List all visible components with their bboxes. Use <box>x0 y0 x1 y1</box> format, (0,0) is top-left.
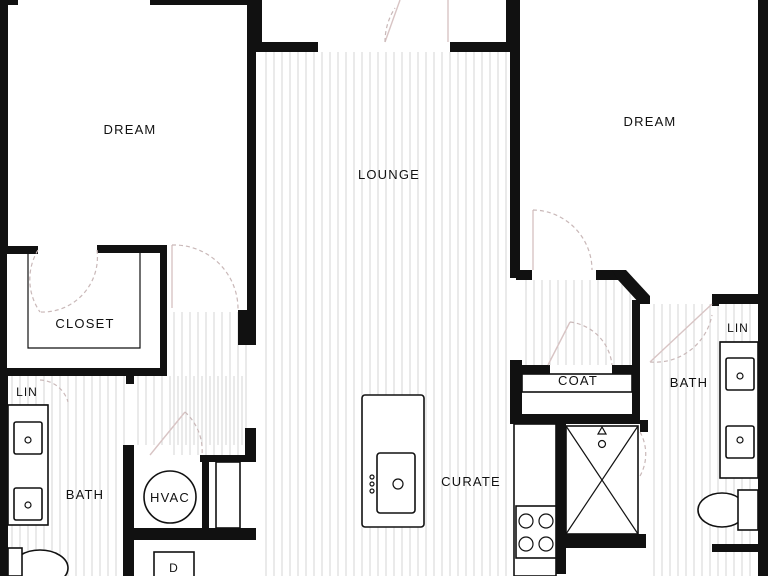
label-bedroom-left: DREAM <box>104 122 157 137</box>
room-labels: DREAM DREAM LOUNGE CLOSET LIN LIN BATH B… <box>16 114 749 575</box>
label-hvac: HVAC <box>150 490 190 505</box>
doors <box>29 0 713 477</box>
hvac-unit <box>143 470 197 524</box>
label-kitchen: CURATE <box>441 474 501 489</box>
label-linen-right: LIN <box>727 321 749 335</box>
island-sink <box>376 452 416 514</box>
label-living: LOUNGE <box>358 167 420 182</box>
label-linen-left: LIN <box>16 385 38 399</box>
label-bath-left: BATH <box>66 487 105 502</box>
label-coat: COAT <box>558 373 598 388</box>
label-small: D <box>169 561 179 575</box>
label-bath-right: BATH <box>670 375 709 390</box>
label-closet: CLOSET <box>55 316 114 331</box>
fixtures <box>7 253 759 576</box>
label-bedroom-right: DREAM <box>624 114 677 129</box>
